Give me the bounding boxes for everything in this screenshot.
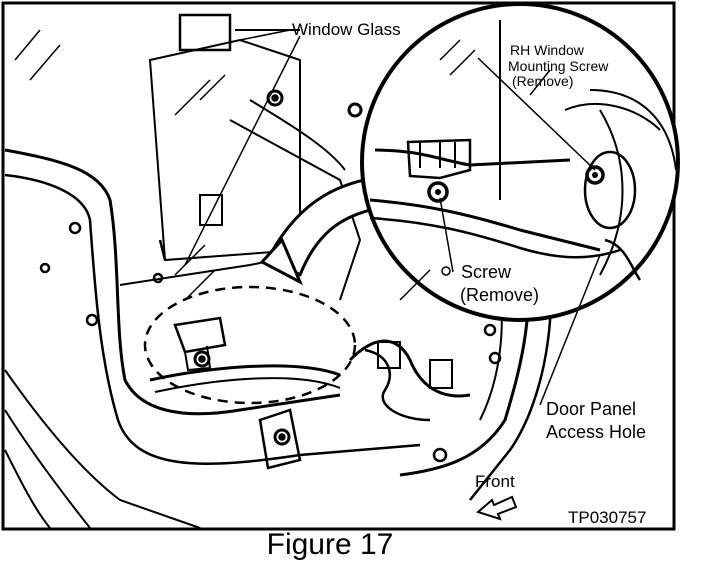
- label-rh-screw-line2: Mounting Screw: [508, 58, 609, 74]
- figure-caption: Figure 17: [266, 528, 394, 561]
- magnified-detail: [360, 2, 680, 322]
- door-illustration: [4, 13, 553, 529]
- label-access-line2: Access Hole: [546, 422, 646, 442]
- figure-code: TP030757: [568, 508, 646, 527]
- front-arrow-icon: [475, 495, 518, 521]
- label-rh-screw-line1: RH Window: [510, 42, 585, 58]
- label-access-line1: Door Panel: [546, 399, 636, 419]
- label-window-glass: Window Glass: [292, 20, 401, 39]
- screw-highlight-ellipse: [143, 285, 357, 405]
- label-screw-line1: Screw: [461, 262, 512, 282]
- label-front: Front: [475, 472, 515, 491]
- label-screw-line2: (Remove): [460, 285, 539, 305]
- label-rh-screw-line3: (Remove): [512, 73, 573, 89]
- leader-lines: [184, 29, 601, 406]
